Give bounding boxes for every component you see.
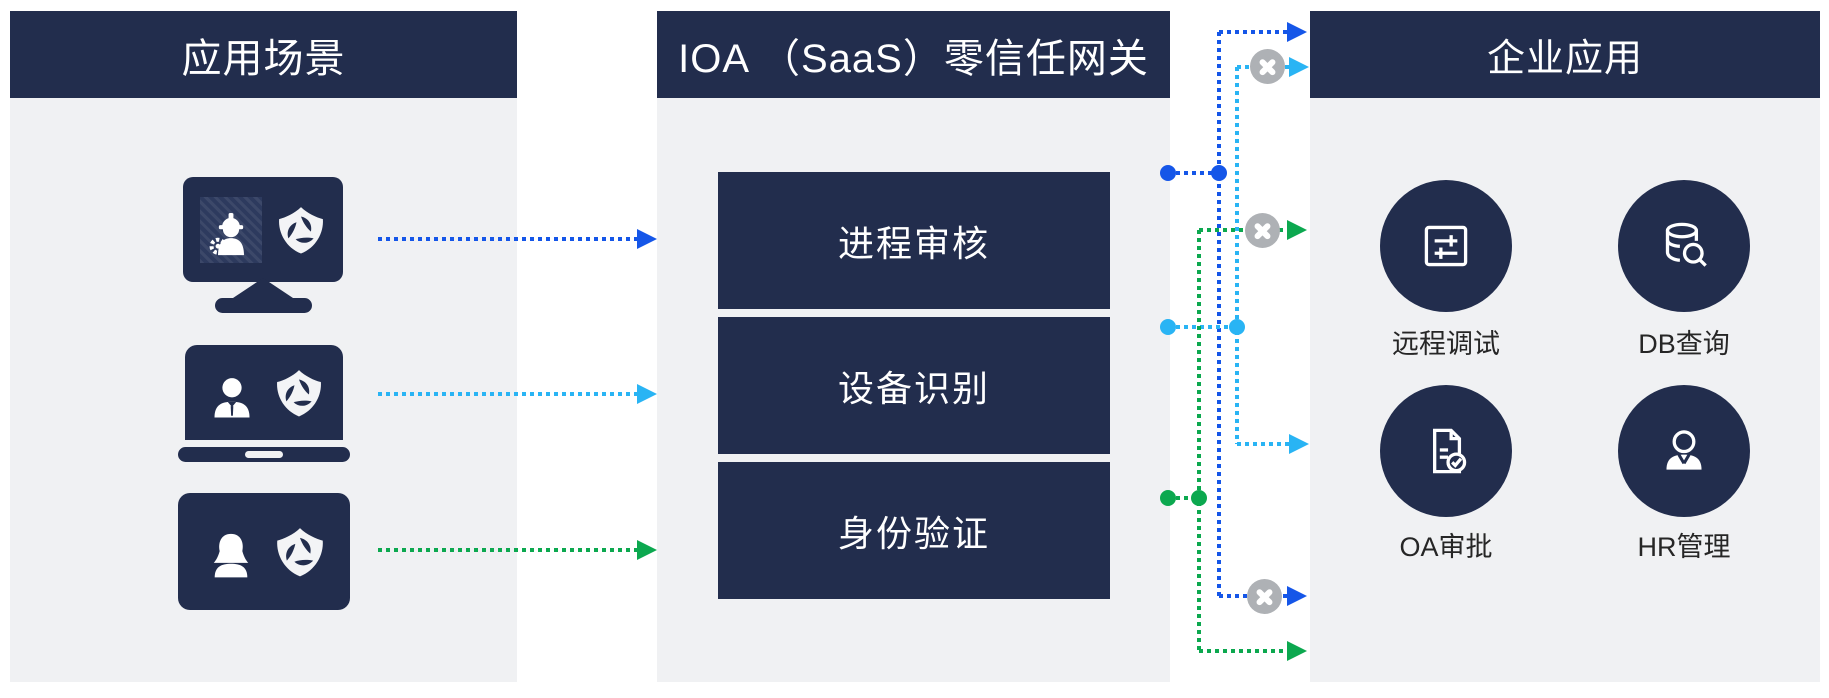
laptop-screen <box>185 345 343 440</box>
cyan-junction-link <box>1168 325 1237 329</box>
blue-connector-vertical <box>1217 32 1221 596</box>
shield-logo <box>274 368 324 418</box>
flow-tablet-to-gateway-line <box>378 548 640 552</box>
desktop-screen <box>183 177 343 282</box>
app-label-remote-debug: 远程调试 <box>1392 329 1500 359</box>
document-approve-icon <box>1433 428 1467 474</box>
green-junction-link <box>1168 496 1199 500</box>
device-tablet-with-woman <box>178 493 350 610</box>
remote-debug-sliders-icon <box>1424 225 1468 267</box>
left-panel-title: 应用场景 <box>181 36 346 81</box>
module-label: 设备识别 <box>837 367 990 409</box>
blocked-x-icon-green <box>1237 205 1288 256</box>
blue-allowed-arrowhead <box>1287 22 1307 42</box>
database-search-icon <box>1665 222 1707 267</box>
user-icon <box>1666 430 1702 470</box>
woman-icon <box>202 523 260 581</box>
cyan-junction-dot-right <box>1229 319 1245 335</box>
apps-panel-header: 企业应用 <box>1310 11 1820 98</box>
app-db-query <box>1618 180 1750 312</box>
green-junction-dot-right <box>1191 490 1207 506</box>
module-label: 身份验证 <box>837 512 990 554</box>
app-label-db-query: DB查询 <box>1638 329 1730 359</box>
blocked-x-icon-cyan <box>1242 41 1293 92</box>
app-hr-management <box>1618 385 1750 517</box>
app-oa-approval <box>1380 385 1512 517</box>
shield-logo <box>274 526 326 578</box>
app-label-oa-approval: OA审批 <box>1399 532 1493 562</box>
cyan-connector-vertical <box>1235 67 1239 444</box>
green-junction-dot-left <box>1160 490 1176 506</box>
flow-desktop-to-gateway-line <box>378 237 640 241</box>
panel-gateway: IOA （SaaS）零信任网关 进程审核 设备识别 身份验证 <box>657 11 1170 682</box>
shield-logo <box>276 205 326 255</box>
app-remote-debug <box>1380 180 1512 312</box>
worker-icon <box>200 196 262 263</box>
blue-junction-dot-right <box>1211 165 1227 181</box>
flow-laptop-to-gateway-line <box>378 392 640 396</box>
cyan-connector-bottom <box>1237 442 1289 446</box>
cyan-blocked-arrowhead <box>1289 57 1309 77</box>
flow-desktop-to-gateway-arrowhead <box>637 229 657 249</box>
blue-junction-link <box>1168 171 1219 175</box>
gateway-panel-header: IOA （SaaS）零信任网关 <box>657 11 1170 98</box>
gateway-module-process-audit: 进程审核 <box>718 172 1110 309</box>
blue-connector-top <box>1219 30 1287 34</box>
laptop-notch <box>245 451 283 458</box>
cyan-junction-dot-left <box>1160 319 1176 335</box>
blocked-x-icon-blue <box>1239 571 1290 622</box>
green-blocked-arrowhead <box>1287 220 1307 240</box>
monitor-stand <box>233 278 293 298</box>
gateway-panel-title: IOA （SaaS）零信任网关 <box>678 36 1149 81</box>
panel-enterprise-apps: 企业应用 <box>1310 11 1820 682</box>
green-connector-bottom <box>1199 649 1287 653</box>
green-connector-vertical <box>1197 230 1201 651</box>
gateway-module-device-recognition: 设备识别 <box>718 317 1110 454</box>
monitor-base <box>215 298 312 313</box>
blue-junction-dot-left <box>1160 165 1176 181</box>
blue-blocked-arrowhead <box>1287 586 1307 606</box>
apps-panel-title: 企业应用 <box>1486 38 1643 80</box>
left-panel-header: 应用场景 <box>10 11 517 98</box>
app-label-hr-management: HR管理 <box>1637 532 1731 562</box>
cyan-allowed-arrowhead <box>1289 434 1309 454</box>
businessman-icon <box>204 365 260 421</box>
green-connector-top <box>1199 228 1287 232</box>
green-allowed-arrowhead <box>1287 641 1307 661</box>
flow-laptop-to-gateway-arrowhead <box>637 384 657 404</box>
module-label: 进程审核 <box>837 222 990 264</box>
gateway-module-identity-verification: 身份验证 <box>718 462 1110 599</box>
flow-tablet-to-gateway-arrowhead <box>637 540 657 560</box>
